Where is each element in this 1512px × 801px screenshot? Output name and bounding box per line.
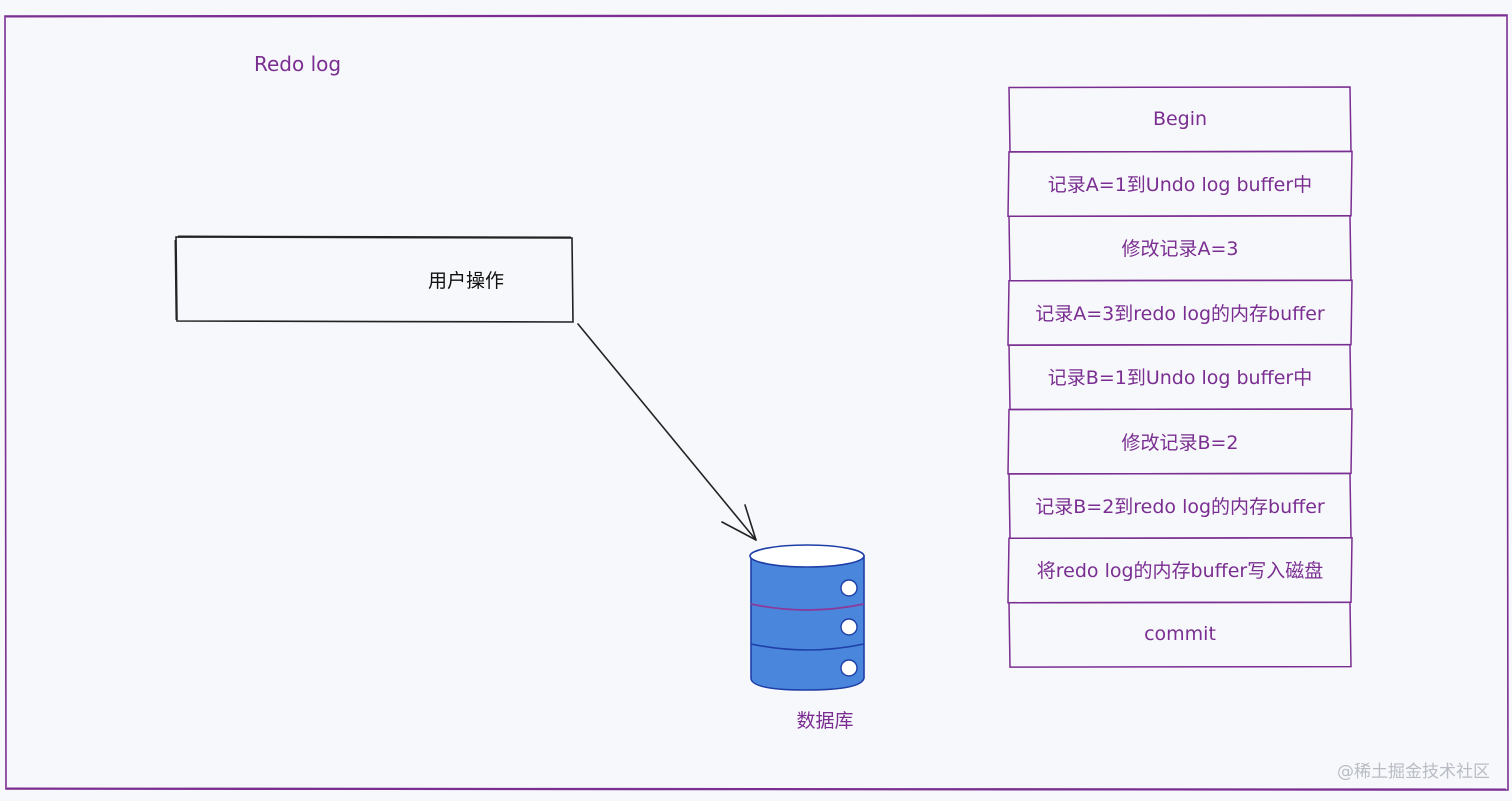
step-undo-a: 记录A=1到Undo log buffer中 (1047, 174, 1313, 197)
user-operation-label: 用户操作 (427, 269, 504, 292)
step-flush-redo: 将redo log的内存buffer写入磁盘 (1036, 560, 1324, 583)
step-box (1007, 279, 1353, 346)
step-box-stack (1007, 86, 1353, 668)
step-box (1007, 537, 1353, 604)
watermark: @稀土掘金技术社区 (1337, 762, 1490, 782)
step-modify-a: 修改记录A=3 (1121, 238, 1239, 261)
step-redo-b: 记录B=2到redo log的内存buffer (1035, 496, 1325, 519)
step-box (1008, 601, 1352, 668)
step-redo-a: 记录A=3到redo log的内存buffer (1035, 302, 1325, 325)
step-commit: commit (1144, 623, 1216, 646)
arrow-to-database (577, 323, 757, 541)
step-modify-b: 修改记录B=2 (1121, 431, 1239, 454)
step-box (1007, 150, 1353, 218)
diagram-title: Redo log (254, 52, 342, 76)
step-begin: Begin (1152, 108, 1208, 131)
outer-frame (4, 14, 1509, 791)
step-undo-b: 记录B=1到Undo log buffer中 (1047, 367, 1313, 390)
database-icon (749, 544, 865, 691)
user-operation-box (174, 235, 574, 323)
step-box (1007, 408, 1353, 475)
database-label: 数据库 (796, 710, 854, 732)
